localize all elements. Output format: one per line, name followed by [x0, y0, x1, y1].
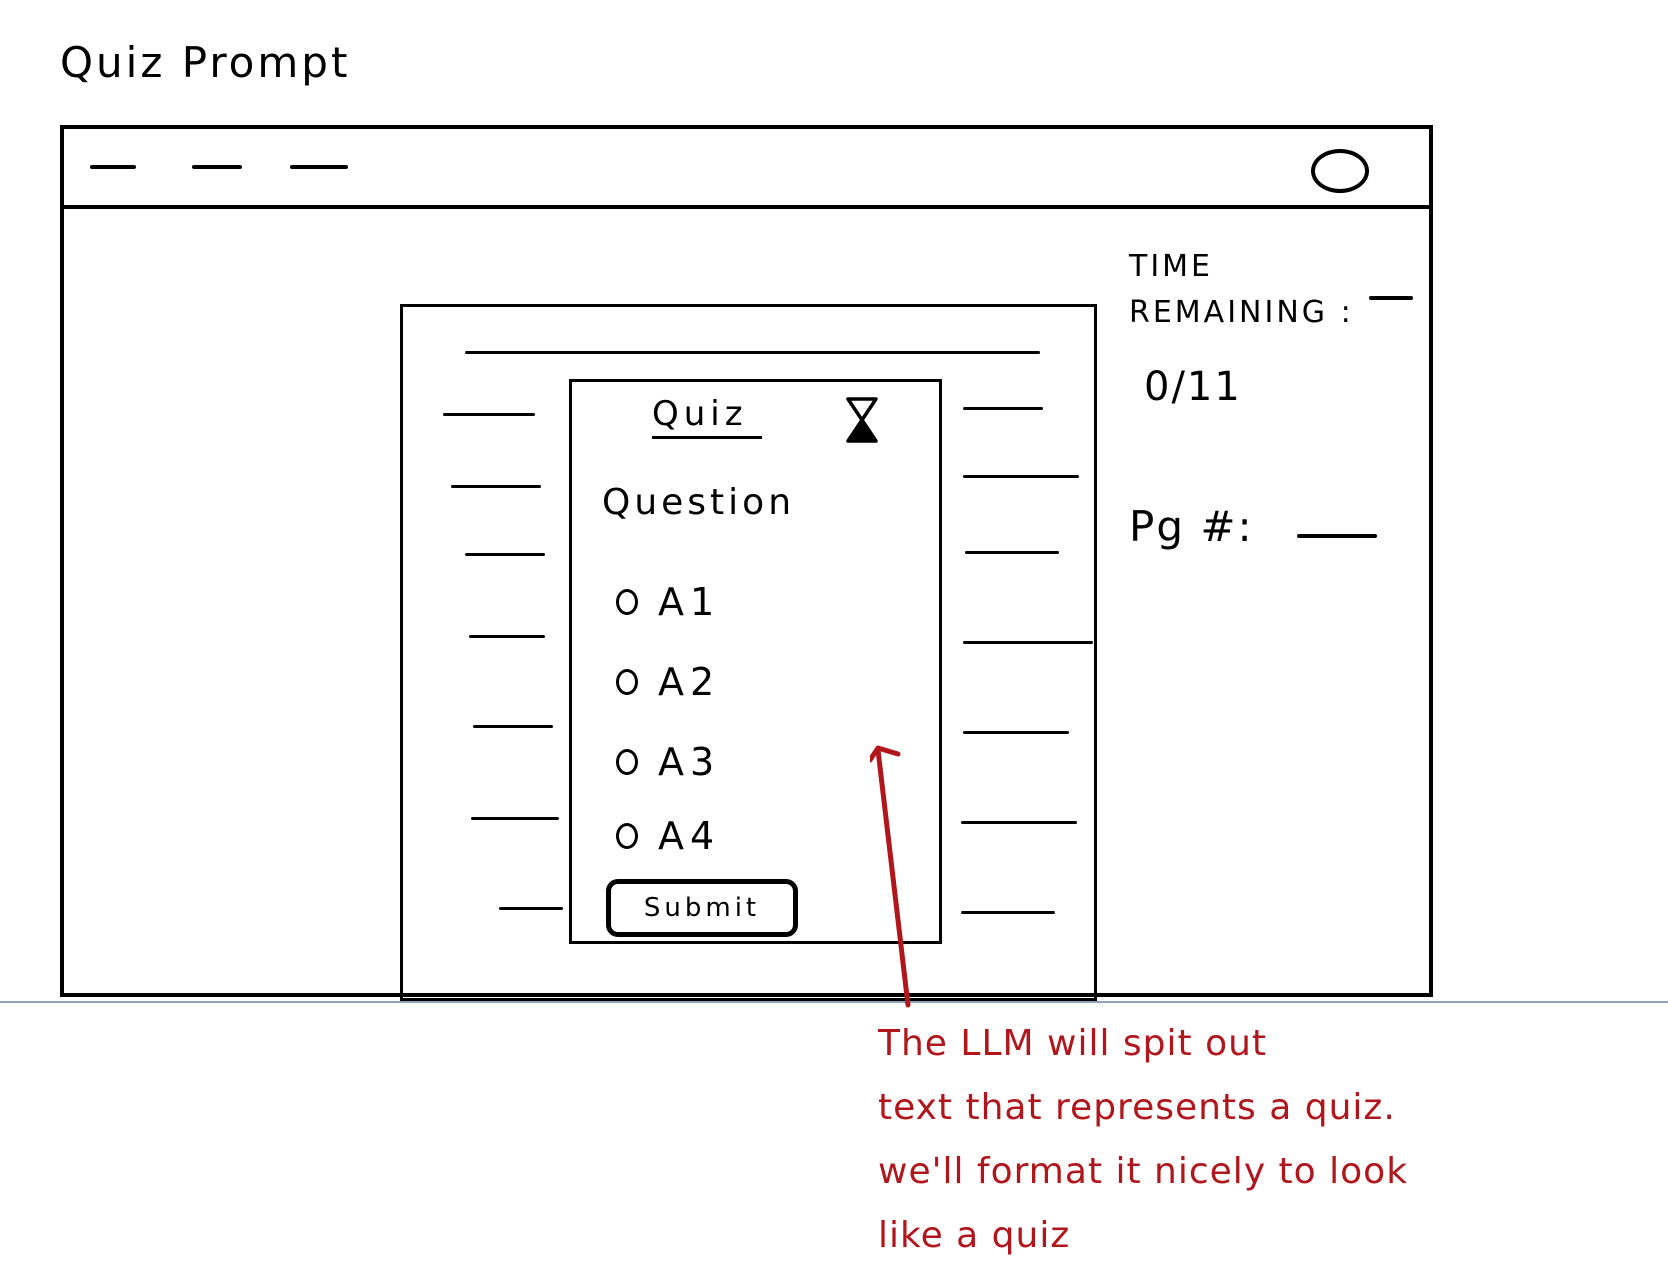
doc-text-line [965, 551, 1059, 554]
question-progress: 0/11 [1144, 364, 1242, 410]
doc-text-line [963, 641, 1093, 644]
doc-text-line [963, 407, 1043, 410]
doc-text-line [471, 817, 559, 820]
page-divider [0, 1001, 1668, 1003]
nav-item-1[interactable] [90, 165, 136, 169]
doc-text-line [499, 907, 563, 910]
radio-button[interactable] [616, 589, 638, 615]
page-number-label: Pg #: [1129, 502, 1254, 551]
question-text: Question [602, 482, 796, 523]
doc-text-line [963, 731, 1069, 734]
page-number-value [1297, 534, 1377, 538]
time-remaining-label: TIME REMAINING : [1129, 249, 1354, 330]
doc-text-line [465, 351, 1040, 354]
annotation-note: The LLM will spit out text that represen… [878, 1023, 1409, 1256]
answer-option-4[interactable]: A4 [616, 814, 720, 858]
doc-text-line [473, 725, 553, 728]
doc-text-line [961, 911, 1055, 914]
doc-text-line [451, 485, 541, 488]
answer-label: A4 [658, 814, 721, 858]
doc-text-line [443, 413, 535, 416]
browser-topbar [64, 129, 1429, 209]
quiz-title: Quiz [652, 394, 762, 439]
answer-option-2[interactable]: A2 [616, 660, 720, 704]
answer-label: A3 [658, 740, 721, 784]
doc-text-line [961, 821, 1077, 824]
annotation-arrow-icon [870, 745, 911, 1008]
radio-button[interactable] [616, 669, 638, 695]
sketch-title: Quiz Prompt [60, 38, 351, 87]
answer-option-1[interactable]: A1 [616, 580, 720, 624]
browser-window: Quiz Question A1 A2 A3 A4 Subm [60, 125, 1433, 1001]
doc-text-line [963, 475, 1079, 478]
answer-option-3[interactable]: A3 [616, 740, 720, 784]
document-page: Quiz Question A1 A2 A3 A4 Subm [400, 304, 1097, 1001]
nav-item-2[interactable] [192, 165, 242, 169]
answer-label: A2 [658, 660, 721, 704]
radio-button[interactable] [616, 749, 638, 775]
nav-item-3[interactable] [290, 165, 348, 169]
profile-circle-icon[interactable] [1311, 149, 1369, 193]
answer-label: A1 [658, 580, 721, 624]
doc-text-line [465, 553, 545, 556]
hourglass-icon [846, 397, 878, 443]
radio-button[interactable] [616, 823, 638, 849]
doc-text-line [469, 635, 545, 638]
submit-button[interactable]: Submit [606, 879, 798, 937]
time-remaining-value [1369, 296, 1413, 300]
quiz-modal: Quiz Question A1 A2 A3 A4 Subm [569, 379, 942, 944]
